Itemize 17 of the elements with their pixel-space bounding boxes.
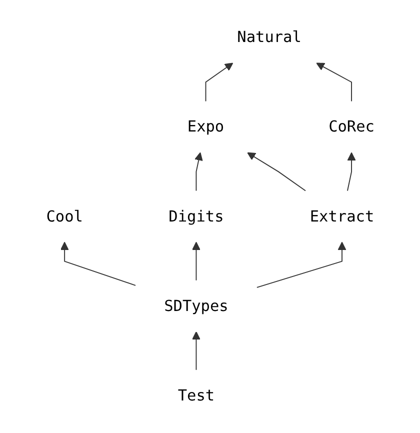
arrow bbox=[346, 152, 356, 192]
arrow bbox=[204, 62, 233, 102]
node-text: Cool bbox=[46, 206, 83, 226]
node-text: SDTypes bbox=[164, 296, 228, 315]
arrow bbox=[256, 242, 346, 288]
node-text: Test bbox=[178, 386, 214, 404]
node-text: Natural bbox=[236, 28, 302, 46]
node-text: CoRec bbox=[328, 117, 374, 136]
node-text: Extract bbox=[310, 206, 374, 226]
arrow bbox=[192, 331, 200, 370]
arrow bbox=[194, 152, 202, 192]
node-text: Digits bbox=[168, 206, 224, 226]
arrow bbox=[60, 242, 136, 286]
arrow bbox=[316, 62, 352, 102]
arrow bbox=[192, 242, 200, 281]
node-text: Expo bbox=[187, 117, 224, 136]
arrow bbox=[246, 152, 306, 192]
